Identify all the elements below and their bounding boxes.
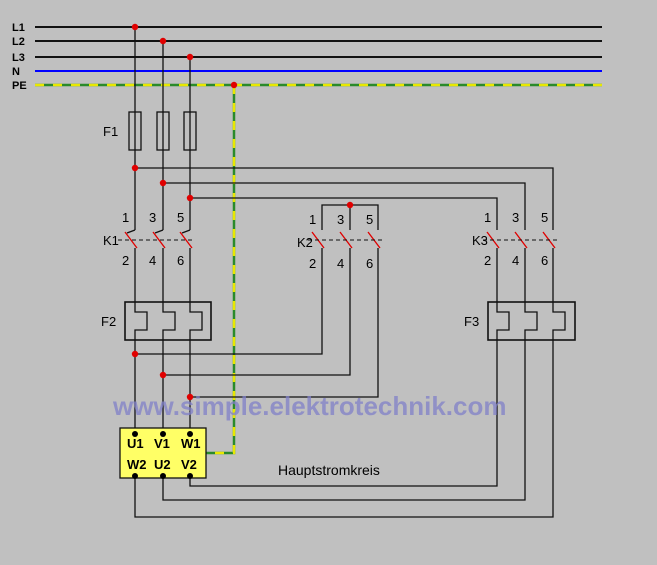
motor-w2: W2 <box>127 457 147 472</box>
k3-term-3: 3 <box>512 210 519 225</box>
k3-feed-wires <box>135 167 554 230</box>
k2-output-wires <box>135 248 379 398</box>
pe-label: PE <box>12 80 27 92</box>
k2-term-1: 1 <box>309 212 316 227</box>
k2-term-4: 4 <box>337 256 344 271</box>
l3-label: L3 <box>12 52 25 64</box>
f3-label: F3 <box>464 314 479 329</box>
phase-wires <box>134 27 191 428</box>
k1-term-4: 4 <box>149 253 156 268</box>
k3-term-1: 1 <box>484 210 491 225</box>
k3-term-6: 6 <box>541 253 548 268</box>
k2-term-6: 6 <box>366 256 373 271</box>
k3-term-2: 2 <box>484 253 491 268</box>
pe-conductor <box>206 85 236 455</box>
watermark: www.simple.elektrotechnik.com <box>112 391 507 421</box>
k3-output-wires <box>134 248 554 518</box>
contactor-k1: K1 1 3 5 2 4 6 <box>103 210 195 268</box>
k3-label: K3 <box>472 233 488 248</box>
k2-term-3: 3 <box>337 212 344 227</box>
k2-term-2: 2 <box>309 256 316 271</box>
f2-label: F2 <box>101 314 116 329</box>
motor-v1: V1 <box>154 436 170 451</box>
k1-term-3: 3 <box>149 210 156 225</box>
motor-u1: U1 <box>127 436 144 451</box>
l1-label: L1 <box>12 22 25 34</box>
k1-term-5: 5 <box>177 210 184 225</box>
motor-w1: W1 <box>181 436 201 451</box>
overload-relay-f3: F3 <box>464 301 576 341</box>
pe-wire-yellow <box>206 85 236 455</box>
k2-term-5: 5 <box>366 212 373 227</box>
contactor-k3: K3 1 3 5 2 4 6 <box>472 210 560 268</box>
l2-label: L2 <box>12 36 25 48</box>
motor-v2: V2 <box>181 457 197 472</box>
k2-label: K2 <box>297 235 313 250</box>
k1-label: K1 <box>103 233 119 248</box>
k3-term-5: 5 <box>541 210 548 225</box>
motor-u2: U2 <box>154 457 171 472</box>
k1-term-6: 6 <box>177 253 184 268</box>
overload-relay-f2: F2 <box>101 301 212 341</box>
n-label: N <box>12 66 20 78</box>
junction-dots <box>131 23 354 401</box>
k3-term-4: 4 <box>512 253 519 268</box>
motor-terminal-box: U1 V1 W1 W2 U2 V2 <box>119 427 207 479</box>
k1-term-1: 1 <box>122 210 129 225</box>
f1-label: F1 <box>103 124 118 139</box>
k1-term-2: 2 <box>122 253 129 268</box>
busbars: L1 L2 L3 N PE <box>12 22 602 92</box>
fuse-f1: F1 <box>103 111 197 151</box>
diagram-caption: Hauptstromkreis <box>278 462 380 478</box>
contactor-k2: K2 1 3 5 2 4 6 <box>297 212 385 271</box>
